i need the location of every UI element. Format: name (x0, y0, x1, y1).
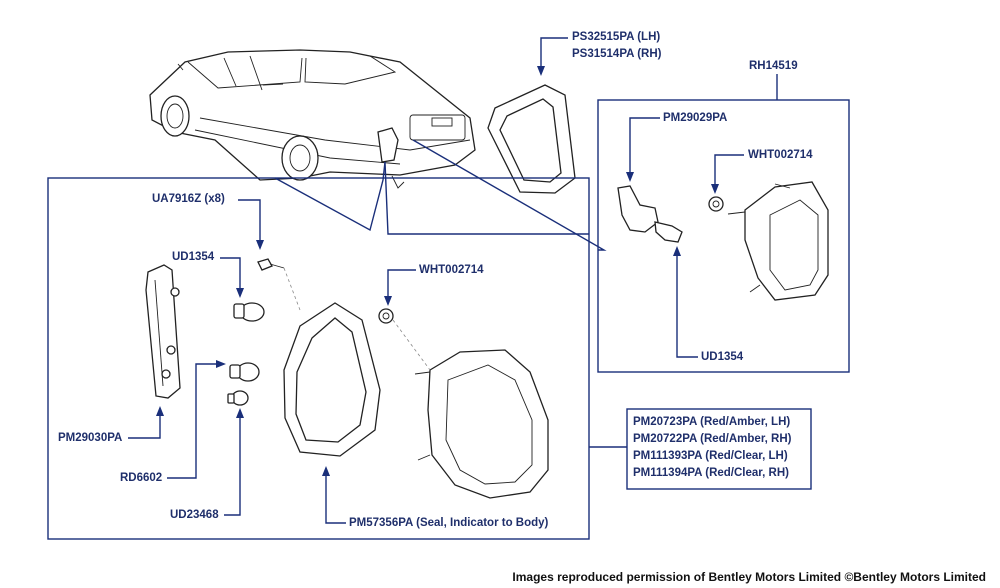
label-pm111394pa: PM111394PA (Red/Clear, RH) (633, 467, 789, 479)
label-pm111393pa: PM111393PA (Red/Clear, LH) (633, 450, 788, 462)
label-ua7916z: UA7916Z (x8) (152, 193, 225, 205)
label-ud1354-small: UD1354 (701, 351, 744, 363)
small-seal-illustration (487, 84, 576, 194)
label-ps31514pa: PS31514PA (RH) (572, 48, 662, 60)
label-lamp-variants: PM20723PA (Red/Amber, LH) PM20722PA (Red… (633, 414, 792, 482)
label-wht002714-main: WHT002714 (419, 264, 484, 276)
label-ud1354-left: UD1354 (172, 251, 215, 263)
main-parts-illustration (145, 258, 549, 499)
label-pm20722pa: PM20722PA (Red/Amber, RH) (633, 433, 792, 445)
car-illustration (149, 49, 476, 189)
right-box (597, 99, 850, 373)
label-wht002714-small: WHT002714 (748, 149, 813, 161)
main-box (47, 177, 590, 540)
copyright-credit: Images reproduced permission of Bentley … (512, 570, 986, 584)
leader-lines (128, 37, 812, 524)
label-ud23468: UD23468 (170, 509, 219, 521)
label-pm20723pa: PM20723PA (Red/Amber, LH) (633, 416, 791, 428)
label-pm57356pa: PM57356PA (Seal, Indicator to Body) (349, 517, 549, 529)
label-ps32515pa: PS32515PA (LH) (572, 31, 661, 43)
label-rd6602: RD6602 (120, 472, 163, 484)
label-pm29029pa: PM29029PA (663, 112, 728, 124)
small-lamp-illustration (617, 181, 829, 301)
label-rh14519: RH14519 (749, 60, 798, 72)
label-pm29030pa: PM29030PA (58, 432, 123, 444)
